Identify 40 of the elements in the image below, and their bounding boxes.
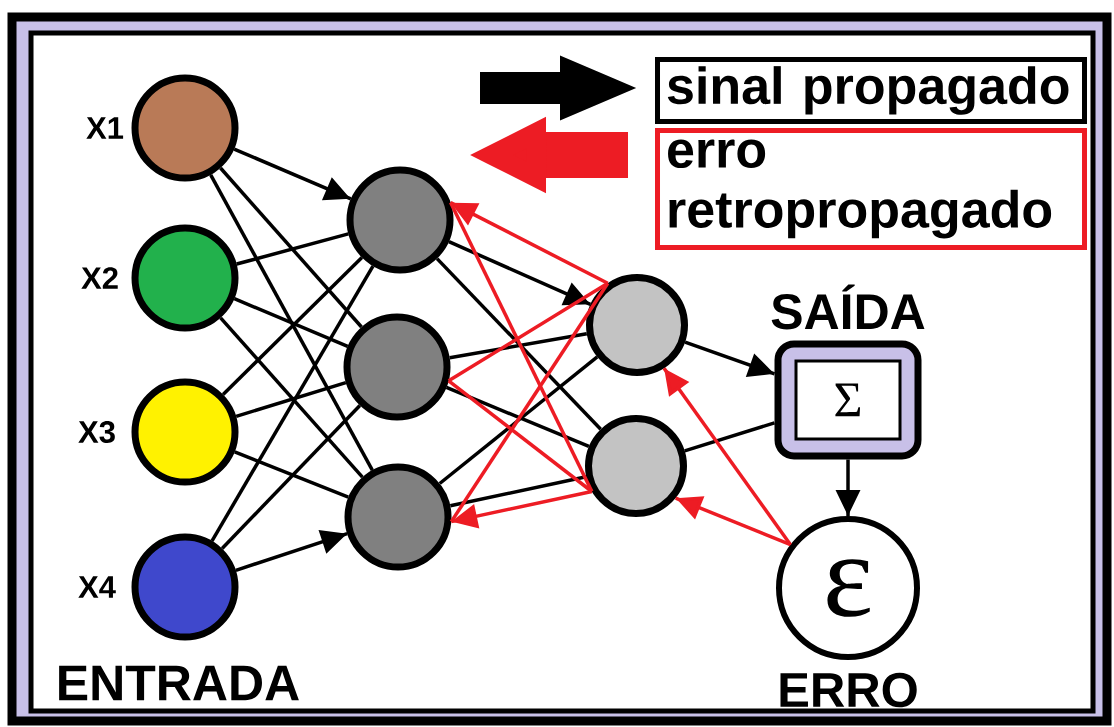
connector-line: [236, 232, 349, 266]
connector-line: [675, 496, 792, 547]
connector-line: [438, 355, 599, 485]
connector-line: [684, 421, 776, 453]
connector-line: [662, 367, 792, 546]
neuron-circle: [585, 415, 687, 517]
connector-line: [220, 404, 362, 550]
connector-line: [449, 282, 610, 523]
connector-line: [684, 340, 776, 377]
input-label: X2: [81, 267, 118, 289]
connector-line: [219, 166, 363, 329]
connector-line: [233, 297, 349, 348]
connector-line: [449, 201, 609, 285]
connector-line: [209, 174, 374, 471]
input-label: X4: [78, 576, 116, 598]
connector-line: [448, 240, 592, 306]
legend-box: erro retropropagado: [655, 128, 1087, 250]
sum-box: Σ: [774, 340, 922, 460]
output-caption: ERRO: [780, 672, 917, 708]
connector-line: [234, 450, 349, 499]
connector-line: [235, 381, 347, 418]
connector-line: [445, 385, 590, 449]
output-heading: SAÍDA: [771, 284, 925, 330]
connector-line: [449, 474, 587, 508]
connector-line: [449, 201, 594, 493]
connector-line: [435, 257, 602, 431]
connector-line: [235, 530, 348, 572]
connector-line: [449, 332, 588, 360]
layer-label: ENTRADA: [59, 665, 299, 701]
connector-line: [233, 147, 352, 201]
connector-line: [219, 316, 364, 479]
neuron-circle: [586, 274, 688, 376]
connector-line: [450, 489, 593, 529]
legend-box: sinal propagado: [655, 57, 1087, 124]
connector-line: [447, 379, 593, 493]
input-label: X3: [78, 421, 115, 443]
connector-line: [221, 256, 364, 396]
connector-line: [210, 265, 375, 542]
input-label: X1: [86, 117, 124, 139]
neuron-circle: [344, 463, 452, 571]
